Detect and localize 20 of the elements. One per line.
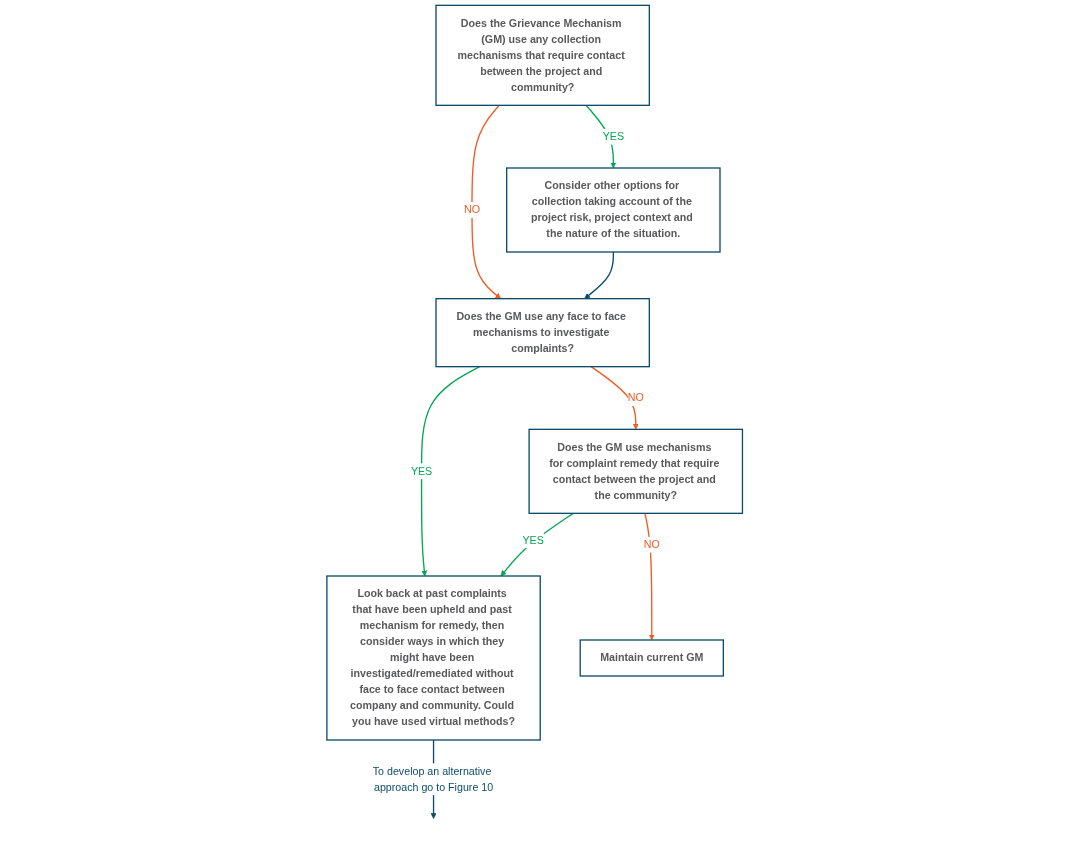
arrow bbox=[590, 366, 639, 430]
node-box: Does the GM use mechanisms for complaint remedy that require contact between the project and the community? bbox=[528, 428, 743, 514]
edge-label: NO bbox=[643, 538, 660, 550]
node-box: Maintain current GM bbox=[579, 639, 724, 677]
edge-label: NO bbox=[463, 204, 480, 216]
arrow bbox=[500, 512, 574, 577]
edge-label: To develop an alternative approach go to Figure 10 bbox=[372, 765, 493, 793]
edge-label: YES bbox=[410, 465, 433, 477]
arrow bbox=[584, 251, 614, 299]
node-box: Does the Grievance Mechanism (GM) use any collection mechanisms that require contact between the project and community? bbox=[435, 4, 650, 106]
edge-label: YES bbox=[602, 130, 624, 142]
arrow bbox=[644, 512, 655, 641]
arrow bbox=[420, 366, 481, 577]
edge-label: YES bbox=[522, 534, 544, 546]
node-box: Consider other options for collection taking account of the project risk, project context and the nature of the situation. bbox=[505, 167, 721, 253]
node-box: Does the GM use any face to face mechanisms to investigate complaints? bbox=[435, 298, 650, 368]
arrow bbox=[585, 104, 617, 169]
node-box: Look back at past complaints that have been upheld and past mechanism for remedy, then consider ways in which they might have been investigated/remediated without face to face contact between company and community. Could you have used virtual methods? bbox=[326, 575, 541, 741]
edge-label: NO bbox=[627, 392, 644, 404]
arrow bbox=[471, 104, 501, 299]
